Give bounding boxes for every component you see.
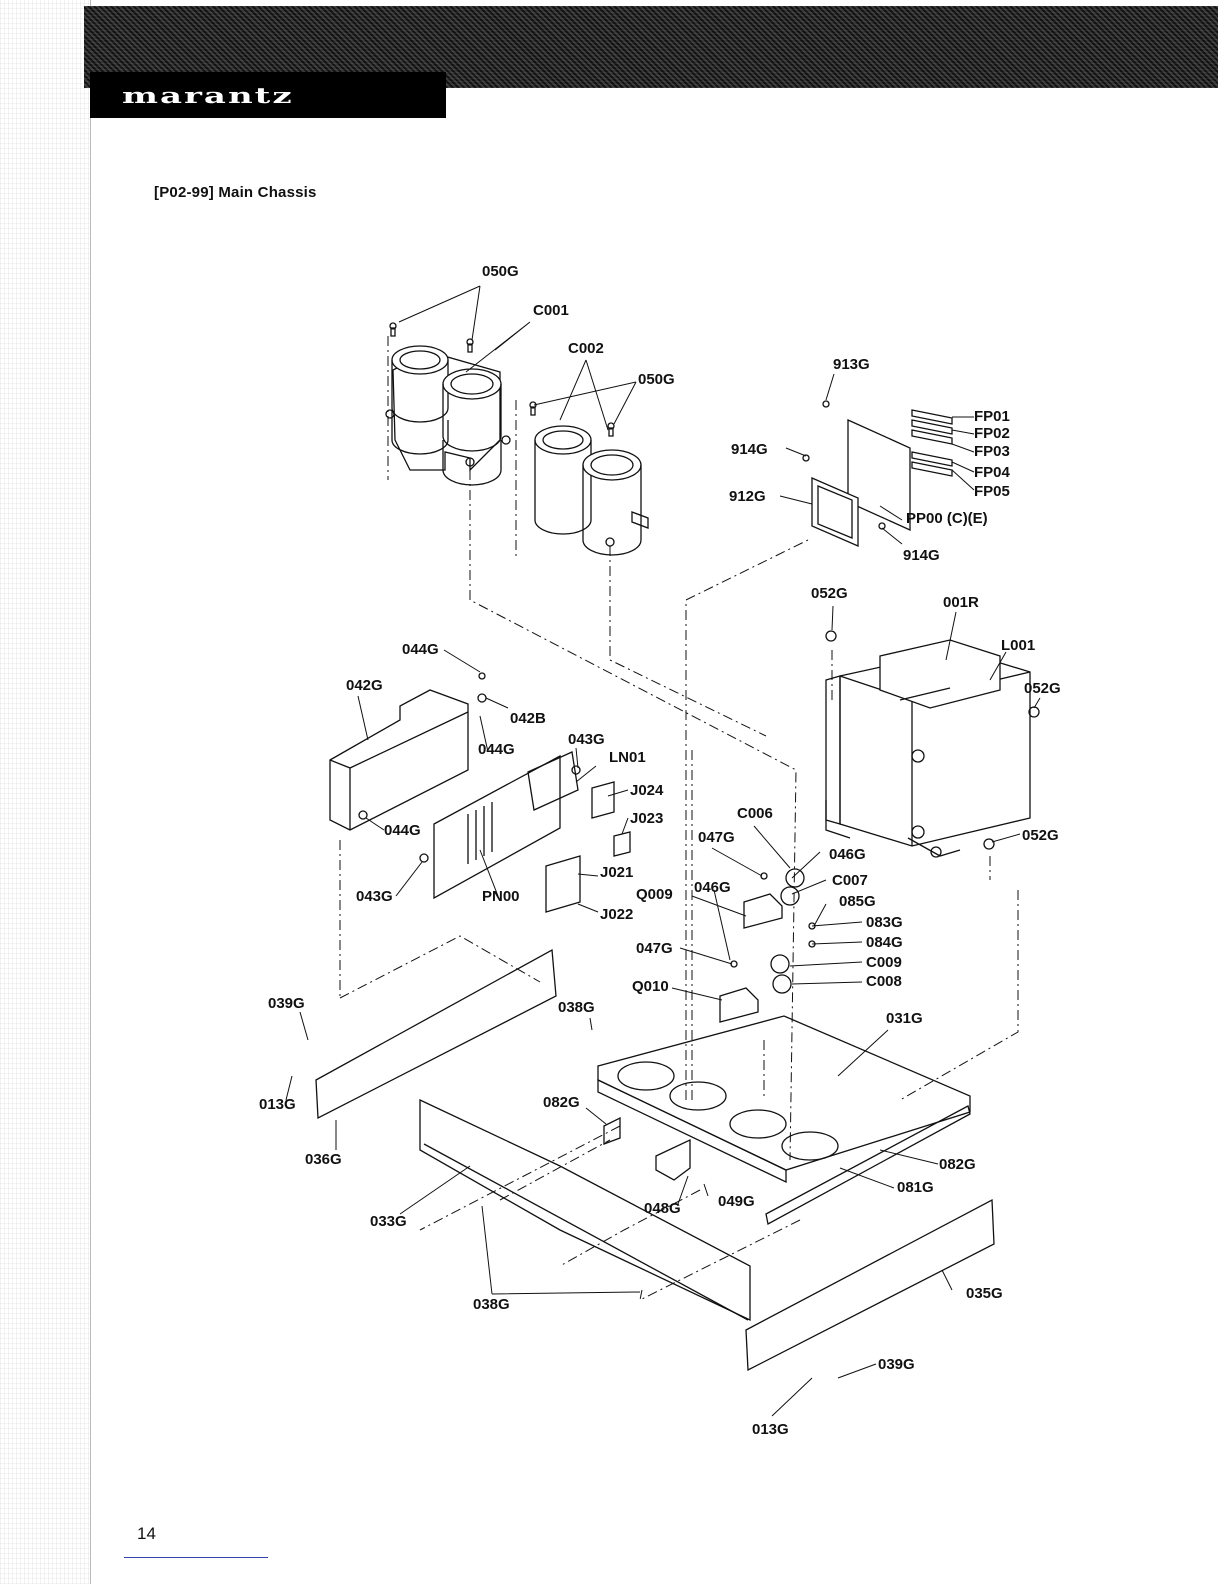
- assembly-lines: [339, 336, 1019, 1301]
- label-085g: 085G: [839, 893, 876, 910]
- label-038g-a: 038G: [558, 999, 595, 1016]
- label-036g: 036G: [305, 1151, 342, 1168]
- label-082g-a: 082G: [543, 1094, 580, 1111]
- label-c009: C009: [866, 954, 902, 971]
- label-047g-a: 047G: [698, 829, 735, 846]
- scanned-margin: [0, 0, 90, 1584]
- label-001r: 001R: [943, 594, 979, 611]
- chassis-base: [597, 1015, 971, 1184]
- label-fp04: FP04: [974, 464, 1010, 481]
- label-039g-b: 039G: [878, 1356, 915, 1373]
- label-038g-b: 038G: [473, 1296, 510, 1313]
- label-047g-b: 047G: [636, 940, 673, 957]
- label-033g: 033G: [370, 1213, 407, 1230]
- transistor-parts: [719, 868, 816, 1023]
- label-049g: 049G: [718, 1193, 755, 1210]
- label-q010: Q010: [632, 978, 669, 995]
- brand-logo-text: marantz: [122, 83, 294, 109]
- pcb-pn00: [419, 751, 581, 900]
- leader-lines: [285, 285, 1041, 1417]
- side-rails: [315, 948, 995, 1372]
- label-ln01: LN01: [609, 749, 646, 766]
- label-j021: J021: [600, 864, 634, 881]
- label-fp03: FP03: [974, 443, 1010, 460]
- label-013g-a: 013G: [259, 1096, 296, 1113]
- label-052g-c: 052G: [1022, 827, 1059, 844]
- label-013g-b: 013G: [752, 1421, 789, 1438]
- label-j024: J024: [630, 782, 664, 799]
- label-fp01: FP01: [974, 408, 1010, 425]
- margin-rule: [90, 0, 91, 1584]
- label-082g-b: 082G: [939, 1156, 976, 1173]
- label-043g-a: 043G: [568, 731, 605, 748]
- footer-rule: [124, 1557, 268, 1558]
- capacitor-c002: [534, 425, 649, 556]
- label-fp02: FP02: [974, 425, 1010, 442]
- label-084g: 084G: [866, 934, 903, 951]
- label-914g-b: 914G: [903, 547, 940, 564]
- label-081g: 081G: [897, 1179, 934, 1196]
- label-l001: L001: [1001, 637, 1036, 654]
- label-j023: J023: [630, 810, 664, 827]
- label-052g-a: 052G: [811, 585, 848, 602]
- label-044g-a: 044G: [402, 641, 439, 658]
- label-913g: 913G: [833, 356, 870, 373]
- connectors: [545, 781, 631, 913]
- label-c007: C007: [832, 872, 868, 889]
- label-052g-b: 052G: [1024, 680, 1061, 697]
- label-j022: J022: [600, 906, 634, 923]
- brand-logo: [90, 72, 446, 118]
- label-fp05: FP05: [974, 483, 1010, 500]
- label-083g: 083G: [866, 914, 903, 931]
- bracket-042g: [329, 672, 487, 831]
- label-pp00: PP00 (C)(E): [906, 510, 988, 527]
- label-914g-a: 914G: [731, 441, 768, 458]
- page-number: 14: [137, 1524, 156, 1543]
- label-042g: 042G: [346, 677, 383, 694]
- label-044g-b: 044G: [478, 741, 515, 758]
- label-044g-c: 044G: [384, 822, 421, 839]
- label-035g: 035G: [966, 1285, 1003, 1302]
- label-043g-b: 043G: [356, 888, 393, 905]
- fuse-holder: [802, 409, 953, 547]
- label-c002: C002: [568, 340, 604, 357]
- label-c006: C006: [737, 805, 773, 822]
- label-042b: 042B: [510, 710, 546, 727]
- capacitor-c001: [385, 345, 511, 486]
- label-046g-b: 046G: [694, 879, 731, 896]
- label-050g-mid: 050G: [638, 371, 675, 388]
- label-031g: 031G: [886, 1010, 923, 1027]
- label-pn00: PN00: [482, 888, 520, 905]
- label-c008: C008: [866, 973, 902, 990]
- power-transformer: [825, 630, 1040, 858]
- label-046g-a: 046G: [829, 846, 866, 863]
- label-050g-top: 050G: [482, 263, 519, 280]
- label-c001: C001: [533, 302, 569, 319]
- label-912g: 912G: [729, 488, 766, 505]
- page-title: [P02-99] Main Chassis: [154, 184, 317, 201]
- label-039g-a: 039G: [268, 995, 305, 1012]
- label-q009: Q009: [636, 886, 673, 903]
- label-048g: 048G: [644, 1200, 681, 1217]
